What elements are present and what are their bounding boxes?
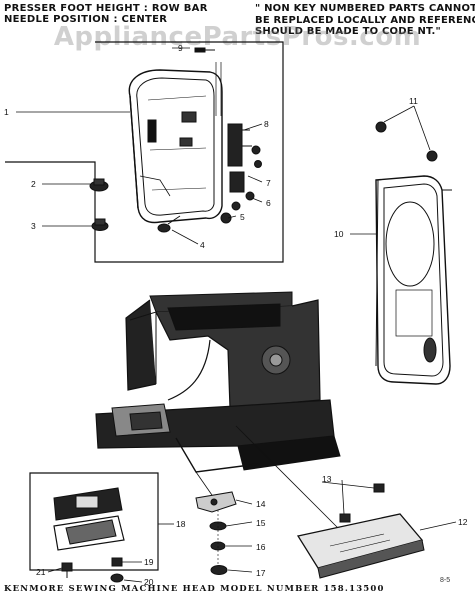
bracket-part-6-7 <box>220 171 255 224</box>
callout-20: 20 <box>144 577 154 587</box>
nut-part-20 <box>110 573 124 583</box>
presser-foot-height-label: PRESSER FOOT HEIGHT : ROW BAR <box>4 3 208 14</box>
callout-17: 17 <box>256 568 266 578</box>
callout-2: 2 <box>31 179 36 189</box>
note-line-2: BE REPLACED LOCALLY AND REFERENCE <box>255 14 475 26</box>
bracket-part-14 <box>195 491 237 513</box>
needle-position-label: NEEDLE POSITION : CENTER <box>4 14 168 25</box>
note-line-3: SHOULD BE MADE TO CODE NT." <box>255 26 441 37</box>
inset-box-bottom <box>29 472 159 571</box>
callout-10: 10 <box>334 229 344 239</box>
slide-plate-part-12 <box>296 513 425 579</box>
page-code: 8-5 <box>440 577 451 584</box>
inset-box-top <box>5 41 284 263</box>
screw-part-9 <box>194 47 215 53</box>
callout-21: 21 <box>36 567 46 577</box>
callout-12: 12 <box>458 517 468 527</box>
rear-cover-part-10 <box>375 175 452 385</box>
screw-part-21 <box>61 562 73 578</box>
callout-5: 5 <box>240 212 245 222</box>
callout-7: 7 <box>266 178 271 188</box>
callout-leaders <box>16 47 457 583</box>
knob-part-2 <box>89 178 109 192</box>
machine-head-casting <box>125 291 321 409</box>
screws-part-11 <box>375 121 438 162</box>
bracket-part-8 <box>215 62 262 168</box>
callout-3: 3 <box>31 221 36 231</box>
callout-6: 6 <box>266 198 271 208</box>
machine-bed-base <box>95 399 341 473</box>
model-number-footer: KENMORE SEWING MACHINE HEAD MODEL NUMBER… <box>4 584 385 594</box>
callout-4: 4 <box>200 240 205 250</box>
callout-13: 13 <box>322 474 332 484</box>
callout-11: 11 <box>409 96 418 106</box>
callout-9: 9 <box>178 43 183 53</box>
callout-15: 15 <box>256 518 266 528</box>
throat-plate-part-18 <box>53 487 125 551</box>
nut-part-17 <box>210 565 228 575</box>
screw-part-19 <box>111 557 123 567</box>
screws-part-13 <box>339 483 385 523</box>
note-line-1: " NON KEY NUMBERED PARTS CANNOT <box>255 3 475 14</box>
callout-8: 8 <box>264 119 269 129</box>
non-key-parts-note: " NON KEY NUMBERED PARTS CANNOT BE REPLA… <box>255 3 475 38</box>
callout-16: 16 <box>256 542 266 552</box>
callout-18: 18 <box>176 519 186 529</box>
callout-1: 1 <box>4 107 9 117</box>
screw-part-4 <box>157 215 181 233</box>
callout-19: 19 <box>144 557 154 567</box>
callout-14: 14 <box>256 499 266 509</box>
face-cover-part-1 <box>128 69 223 224</box>
